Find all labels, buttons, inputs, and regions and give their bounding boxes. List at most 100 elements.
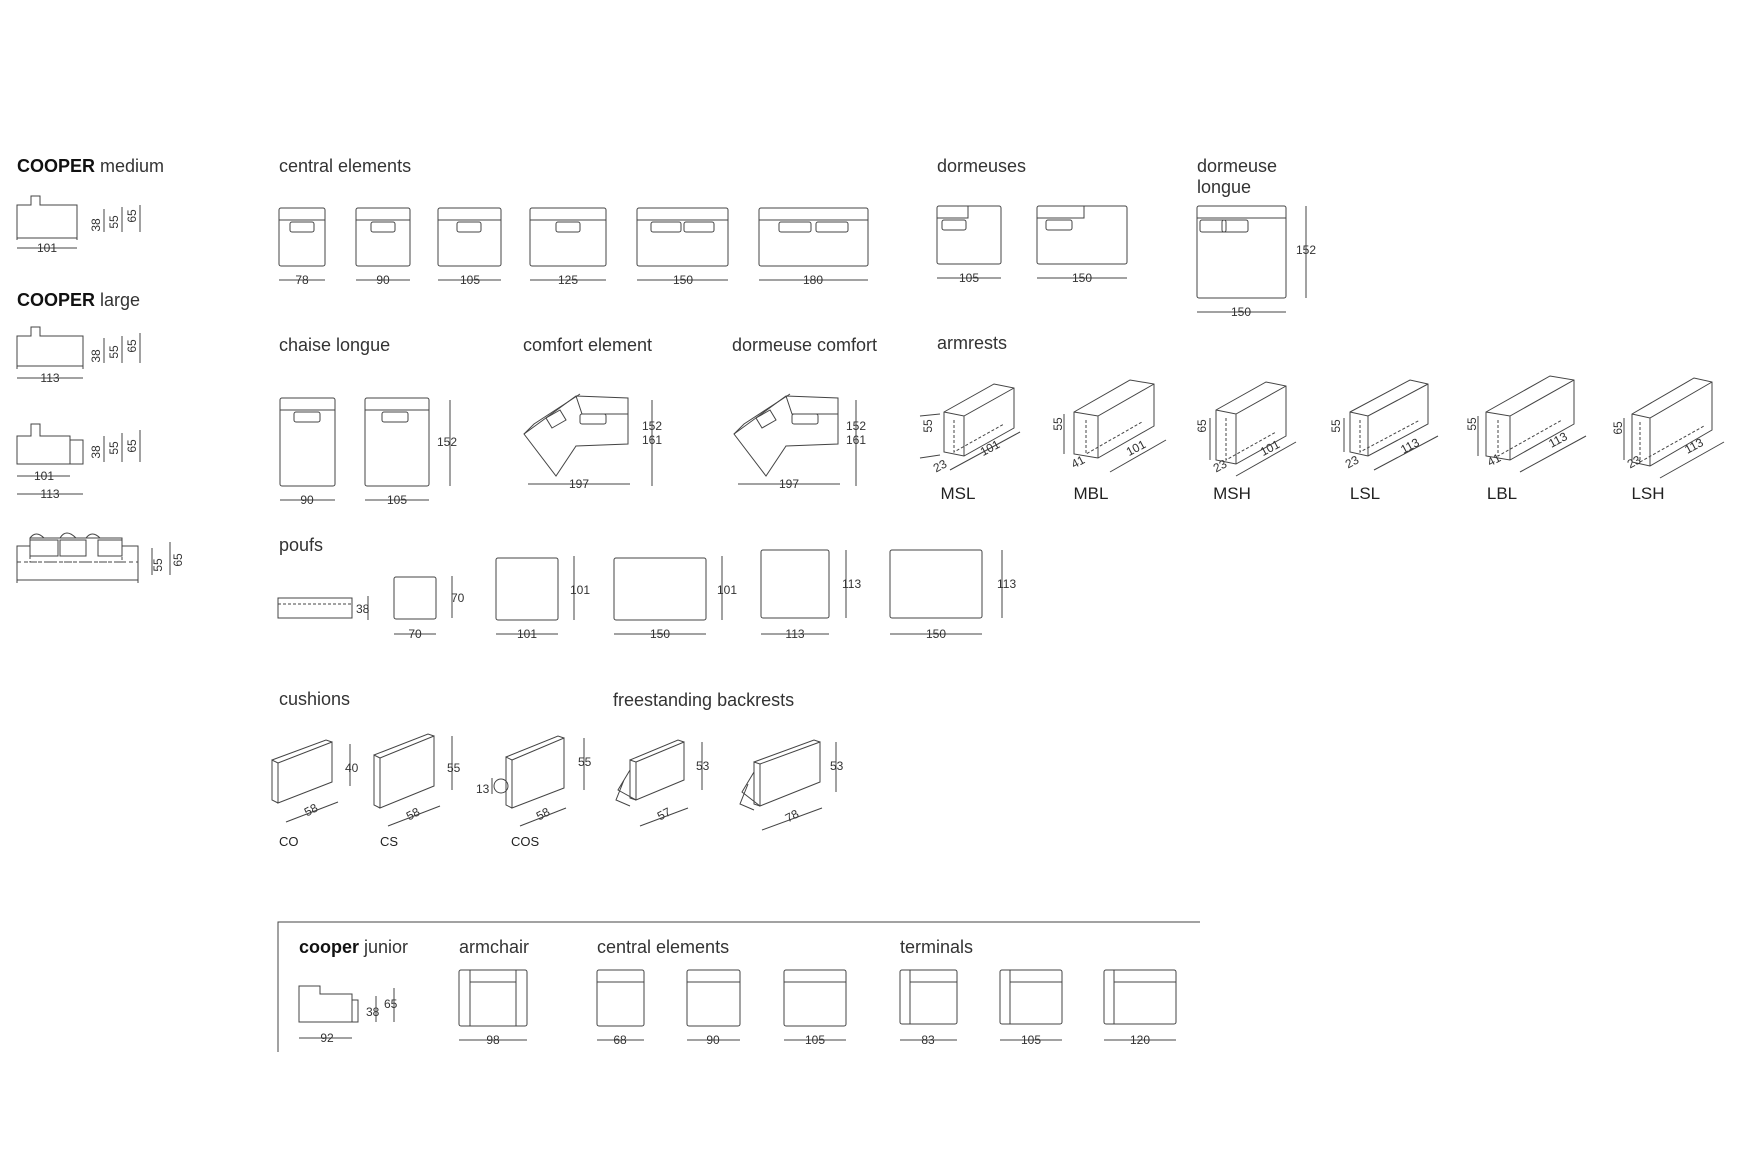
dim-label: 101 bbox=[570, 583, 591, 597]
dim-label: 55 bbox=[107, 345, 121, 359]
dim-label: 161 bbox=[846, 433, 867, 447]
dim-label: 38 bbox=[89, 445, 103, 459]
dim-label: 65 bbox=[384, 997, 398, 1011]
armrest-code: LSL bbox=[1349, 484, 1381, 503]
dim-label: 55 bbox=[1051, 417, 1065, 431]
dim-label: 65 bbox=[125, 339, 139, 353]
chaise-longue-shapes bbox=[280, 398, 450, 500]
large-side-profile-1 bbox=[17, 327, 140, 378]
dim-label: 150 bbox=[925, 627, 947, 641]
dim-label: 55 bbox=[1329, 419, 1343, 433]
pouf-shapes bbox=[278, 550, 1002, 634]
armrests-title: armrests bbox=[937, 333, 1008, 353]
cooper-large-title: COOPER large bbox=[17, 290, 141, 310]
dim-label: 38 bbox=[89, 218, 103, 232]
dim-label: 113 bbox=[785, 627, 805, 641]
comfort-element-shape bbox=[524, 394, 652, 486]
armchair-title: armchair bbox=[459, 937, 530, 957]
dim-label: 55 bbox=[107, 441, 121, 455]
large-front-view bbox=[17, 533, 170, 583]
armrest-code: LSH bbox=[1631, 484, 1665, 503]
dim-label: 105 bbox=[459, 273, 481, 287]
dim-label: 113 bbox=[842, 577, 862, 591]
dim-label: 120 bbox=[1129, 1033, 1151, 1047]
freestanding-backrests-title: freestanding backrests bbox=[613, 690, 795, 710]
dim-label: 65 bbox=[125, 209, 139, 223]
dim-label: 152 bbox=[642, 419, 663, 433]
dim-label: 90 bbox=[376, 273, 390, 287]
dim-label: 13 bbox=[476, 782, 490, 796]
dim-label: 161 bbox=[642, 433, 663, 447]
cushion-code: CO bbox=[279, 834, 299, 849]
dormeuse-comfort-title: dormeuse comfort bbox=[732, 335, 878, 355]
dim-label: 40 bbox=[345, 761, 359, 775]
armrest-code: LBL bbox=[1486, 484, 1518, 503]
dim-label: 53 bbox=[830, 759, 844, 773]
dim-label: 101 bbox=[33, 469, 55, 483]
dim-label: 65 bbox=[1195, 419, 1209, 433]
dim-label: 78 bbox=[295, 273, 309, 287]
armrest-shapes bbox=[920, 376, 1724, 478]
dormeuse-longue-title: dormeuse longue bbox=[1197, 156, 1278, 197]
junior-central-elements-title: central elements bbox=[597, 937, 730, 957]
dormeuses-title: dormeuses bbox=[937, 156, 1027, 176]
dim-label: 150 bbox=[1071, 271, 1093, 285]
dim-label: 38 bbox=[366, 1005, 380, 1019]
central-elements-title: central elements bbox=[279, 156, 412, 176]
dim-label: 105 bbox=[804, 1033, 826, 1047]
cooper-junior-title: cooper junior bbox=[299, 937, 409, 957]
cooper-medium-title: COOPER medium bbox=[17, 156, 165, 176]
dim-label: 70 bbox=[408, 627, 422, 641]
dim-label: 180 bbox=[802, 273, 824, 287]
medium-side-profile bbox=[17, 196, 140, 248]
dim-label: 113 bbox=[40, 487, 60, 501]
cushions-title: cushions bbox=[279, 689, 351, 709]
dim-label: 55 bbox=[447, 761, 461, 775]
dim-label: 197 bbox=[778, 477, 800, 491]
dim-label: 101 bbox=[36, 241, 58, 255]
dim-label: 152 bbox=[1296, 243, 1317, 257]
armrest-code: MSH bbox=[1213, 484, 1251, 503]
dim-label: 113 bbox=[40, 371, 60, 385]
dim-label: 101 bbox=[717, 583, 738, 597]
dim-label: 105 bbox=[958, 271, 980, 285]
dim-label: 83 bbox=[921, 1033, 935, 1047]
dim-label: 55 bbox=[107, 215, 121, 229]
dim-label: 65 bbox=[125, 439, 139, 453]
dim-label: 98 bbox=[486, 1033, 500, 1047]
dim-label: 113 bbox=[997, 577, 1017, 591]
poufs-title: poufs bbox=[279, 535, 324, 555]
dim-label: 55 bbox=[578, 755, 592, 769]
terminals-title: terminals bbox=[900, 937, 974, 957]
dim-label: 38 bbox=[356, 602, 370, 616]
dim-label: 92 bbox=[320, 1031, 334, 1045]
dim-label: 105 bbox=[1020, 1033, 1042, 1047]
chaise-longue-title: chaise longue bbox=[279, 335, 391, 355]
comfort-element-title: comfort element bbox=[523, 335, 653, 355]
dim-label: 90 bbox=[706, 1033, 720, 1047]
dim-label: 105 bbox=[386, 493, 408, 507]
cushion-shapes bbox=[272, 734, 584, 826]
dormeuse-longue-shape bbox=[1197, 206, 1306, 312]
dim-label: 125 bbox=[557, 273, 579, 287]
dim-label: 53 bbox=[696, 759, 710, 773]
dim-label: 55 bbox=[921, 419, 935, 433]
dormeuse-shapes bbox=[937, 206, 1127, 278]
dim-label: 150 bbox=[672, 273, 694, 287]
dormeuse-comfort-shape bbox=[734, 394, 856, 486]
backrest-shapes bbox=[616, 740, 836, 830]
armrest-code: MSL bbox=[940, 484, 976, 503]
dim-label: 152 bbox=[846, 419, 867, 433]
cushion-code: COS bbox=[511, 834, 540, 849]
dim-label: 150 bbox=[1230, 305, 1252, 319]
dim-label: 70 bbox=[451, 591, 465, 605]
armrest-code: MBL bbox=[1073, 484, 1109, 503]
dim-label: 90 bbox=[300, 493, 314, 507]
dim-label: 152 bbox=[437, 435, 458, 449]
dim-label: 101 bbox=[516, 627, 538, 641]
large-side-profile-2 bbox=[17, 424, 140, 494]
cushion-code: CS bbox=[380, 834, 399, 849]
dim-label: 65 bbox=[1611, 421, 1625, 435]
